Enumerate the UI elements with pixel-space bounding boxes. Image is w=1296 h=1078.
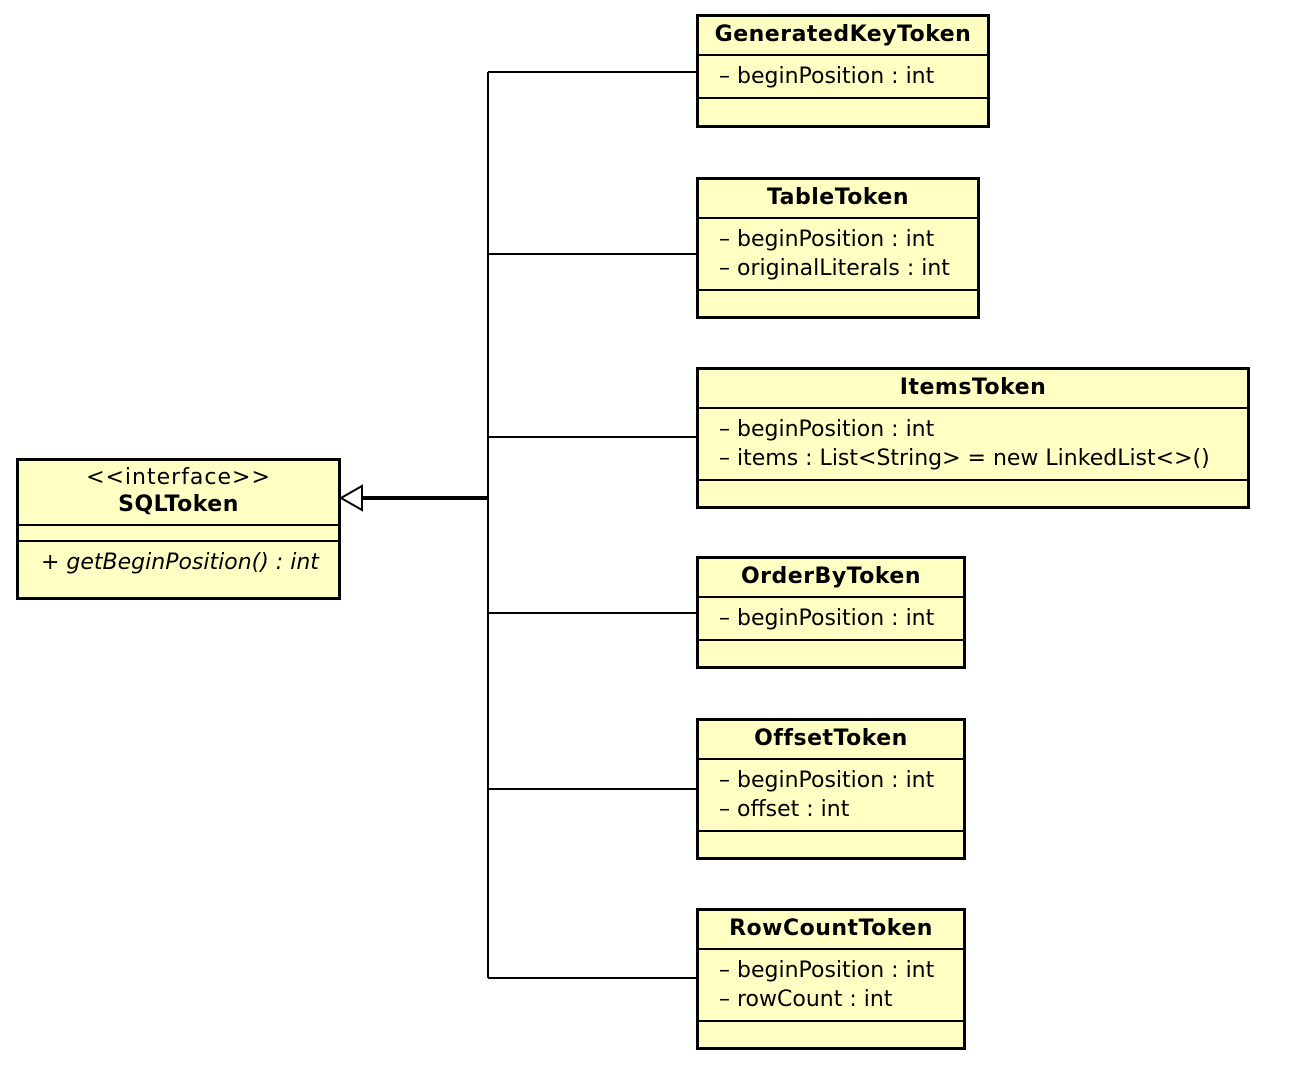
offsettoken-class-box[interactable]: OffsetToken – beginPosition : int – offs… (696, 718, 966, 860)
tabletoken-attributes: – beginPosition : int – originalLiterals… (699, 219, 977, 291)
sqltoken-interface-box[interactable]: <<interface>> SQLToken + getBeginPositio… (16, 458, 341, 600)
generatedkeytoken-class-box[interactable]: GeneratedKeyToken – beginPosition : int (696, 14, 990, 128)
attribute-row: – offset : int (719, 797, 850, 822)
orderbytoken-operations (699, 641, 963, 666)
rowcounttoken-class-box[interactable]: RowCountToken – beginPosition : int – ro… (696, 908, 966, 1050)
attribute-row: – beginPosition : int (719, 606, 935, 631)
orderbytoken-class-box[interactable]: OrderByToken – beginPosition : int (696, 556, 966, 669)
tabletoken-header: TableToken (699, 180, 977, 219)
attribute-row: – beginPosition : int (719, 64, 935, 89)
interface-stereotype: <<interface>> (86, 465, 271, 490)
offsettoken-name: OffsetToken (754, 726, 908, 751)
offsettoken-attributes: – beginPosition : int – offset : int (699, 760, 963, 832)
rowcounttoken-attributes: – beginPosition : int – rowCount : int (699, 950, 963, 1022)
realization-arrowhead (338, 484, 363, 512)
sqltoken-attributes (19, 526, 338, 542)
attribute-row: – beginPosition : int (719, 768, 935, 793)
generatedkeytoken-name: GeneratedKeyToken (714, 22, 972, 47)
itemstoken-operations (699, 481, 1247, 506)
sqltoken-operations: + getBeginPosition() : int (19, 542, 338, 597)
orderbytoken-header: OrderByToken (699, 559, 963, 598)
itemstoken-name: ItemsToken (899, 375, 1047, 400)
sqltoken-header: <<interface>> SQLToken (19, 461, 338, 526)
offsettoken-header: OffsetToken (699, 721, 963, 760)
generatedkeytoken-header: GeneratedKeyToken (699, 17, 987, 56)
tabletoken-operations (699, 291, 977, 316)
attribute-row: – originalLiterals : int (719, 256, 950, 281)
attribute-row: – beginPosition : int (719, 417, 935, 442)
tabletoken-name: TableToken (766, 185, 910, 210)
itemstoken-attributes: – beginPosition : int – items : List<Str… (699, 409, 1247, 481)
attribute-row: – rowCount : int (719, 987, 893, 1012)
itemstoken-header: ItemsToken (699, 370, 1247, 409)
orderbytoken-name: OrderByToken (740, 564, 921, 589)
tabletoken-class-box[interactable]: TableToken – beginPosition : int – origi… (696, 177, 980, 319)
sqltoken-name: SQLToken (118, 492, 239, 517)
rowcounttoken-operations (699, 1022, 963, 1047)
attribute-row: – beginPosition : int (719, 958, 935, 983)
generatedkeytoken-attributes: – beginPosition : int (699, 56, 987, 99)
itemstoken-class-box[interactable]: ItemsToken – beginPosition : int – items… (696, 367, 1250, 509)
orderbytoken-attributes: – beginPosition : int (699, 598, 963, 641)
offsettoken-operations (699, 832, 963, 857)
rowcounttoken-name: RowCountToken (729, 916, 933, 941)
sqltoken-operation: + getBeginPosition() : int (41, 550, 319, 575)
rowcounttoken-header: RowCountToken (699, 911, 963, 950)
attribute-row: – beginPosition : int (719, 227, 935, 252)
generatedkeytoken-operations (699, 99, 987, 125)
attribute-row: – items : List<String> = new LinkedList<… (719, 446, 1210, 471)
